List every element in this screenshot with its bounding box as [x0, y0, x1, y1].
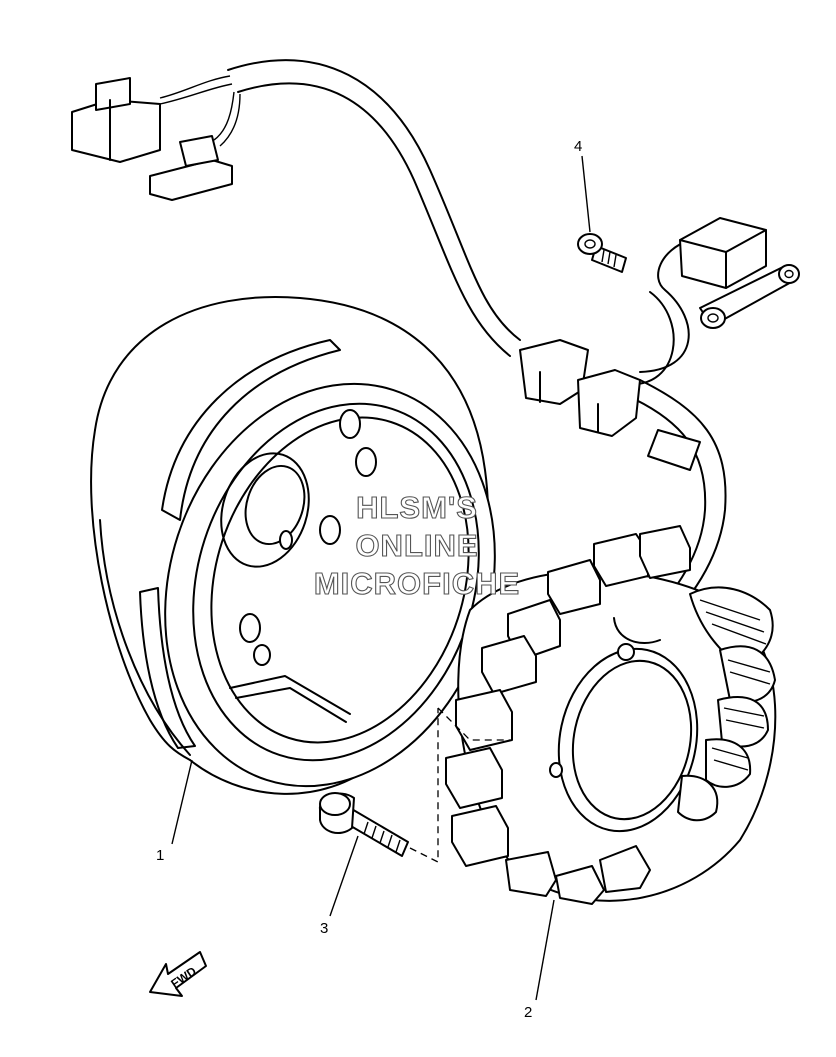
callout-3: 3 — [320, 920, 328, 937]
screw-4 — [577, 233, 627, 273]
callout-2: 2 — [524, 1004, 532, 1021]
callout-4: 4 — [574, 138, 582, 155]
watermark-line-3: MICROFICHE — [314, 566, 520, 601]
coupler-large — [71, 77, 161, 163]
bolt-3 — [318, 792, 409, 857]
alignment-lines — [409, 707, 510, 864]
flywheel-rotor — [90, 296, 496, 795]
coupler-small — [149, 135, 233, 201]
harness-coupler-pair — [519, 339, 641, 437]
stator-coil — [445, 525, 777, 905]
leader-lines — [171, 155, 591, 1001]
watermark-line-1: HLSM'S — [356, 490, 478, 525]
callout-1: 1 — [156, 847, 164, 864]
pickup-coil — [679, 217, 800, 329]
wire-harness — [159, 59, 727, 631]
forward-arrow-icon: FWD — [149, 951, 207, 997]
watermark-line-2: ONLINE — [355, 528, 478, 563]
